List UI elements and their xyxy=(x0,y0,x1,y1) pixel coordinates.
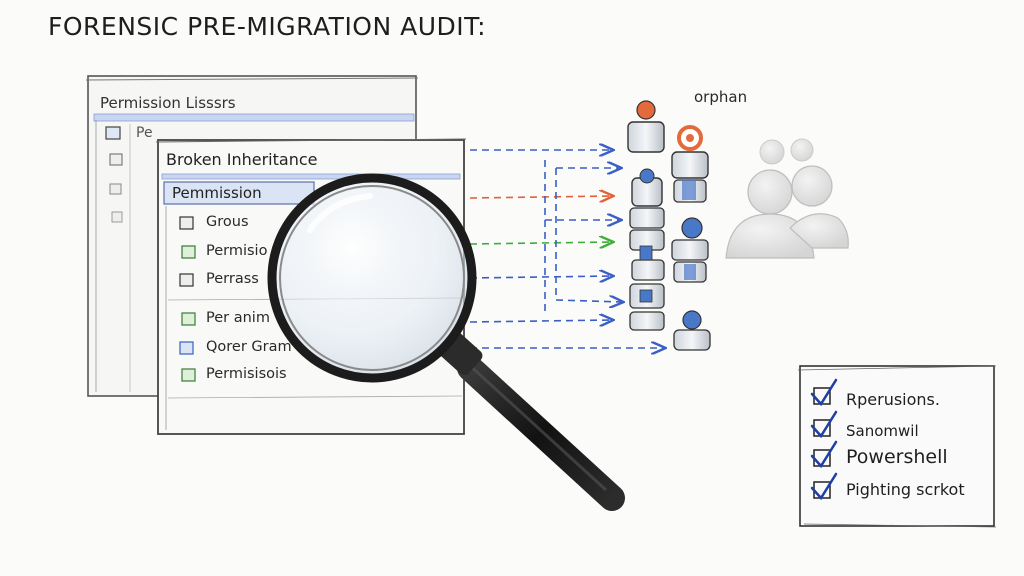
group-icon xyxy=(179,216,194,230)
user-blue-icon xyxy=(639,168,655,184)
permission-icon xyxy=(179,273,194,287)
checklist-panel xyxy=(797,365,997,528)
front-window-header: Pemmission xyxy=(172,184,262,202)
magnifying-glass-icon xyxy=(267,173,625,511)
back-window-row-label: Pe xyxy=(136,125,153,141)
list-item: Grous xyxy=(206,214,249,230)
checklist-item: Rperusions. xyxy=(846,390,940,409)
edit-icon xyxy=(179,341,194,355)
checkbox-checked-icon xyxy=(810,410,838,439)
permission-icon xyxy=(181,245,196,259)
list-item: Permisisois xyxy=(206,366,287,382)
list-item: Per anim xyxy=(206,310,270,326)
checkbox-checked-icon xyxy=(810,440,838,469)
back-window-title: Permission Lisssrs xyxy=(100,94,236,112)
checkbox-checked-icon xyxy=(810,378,838,407)
page-title: FORENSIC PRE-MIGRATION AUDIT: xyxy=(48,12,487,41)
front-window-title: Broken Inheritance xyxy=(166,150,318,169)
orphan-label: orphan xyxy=(694,88,748,106)
checklist-item: Powershell xyxy=(846,446,948,468)
list-item: Perrass xyxy=(206,271,259,287)
user-blue-icon xyxy=(681,217,703,239)
list-item: Permisio xyxy=(206,243,268,259)
connection-arrows xyxy=(469,150,664,348)
user-stack-right xyxy=(671,125,711,351)
permission-icon xyxy=(181,312,196,326)
checkbox-checked-icon xyxy=(810,472,838,501)
checklist-item: Sanomwil xyxy=(846,422,919,440)
user-stack-left xyxy=(627,100,665,331)
user-blue-icon xyxy=(682,310,702,330)
list-item: Qorer Gram xyxy=(206,339,292,355)
checklist-item: Pighting scrkot xyxy=(846,480,965,499)
user-stacks xyxy=(627,100,711,351)
user-orange-icon xyxy=(636,100,656,120)
permission-icon xyxy=(181,368,196,382)
ghost-users-icon xyxy=(725,138,849,259)
